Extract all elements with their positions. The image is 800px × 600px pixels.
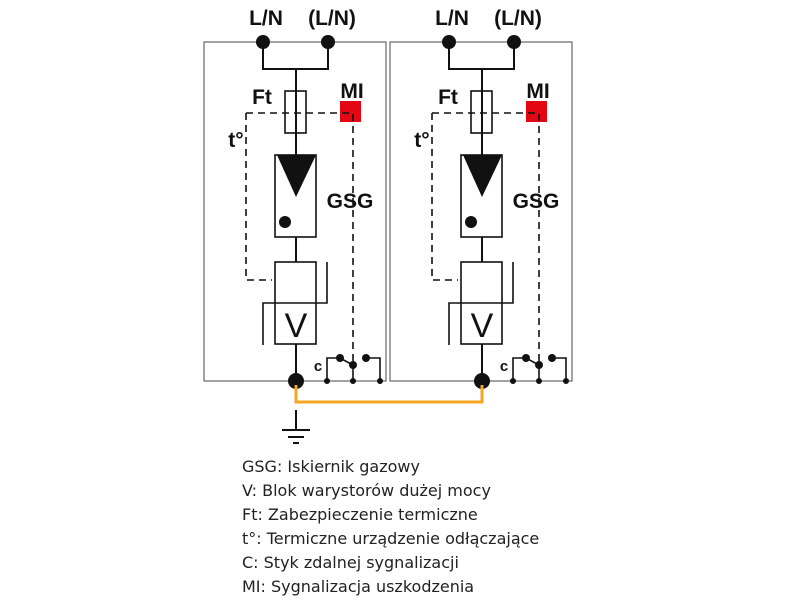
gas-tube-dot <box>465 216 477 228</box>
terminal-dot <box>256 35 270 49</box>
contact-dot <box>349 361 357 369</box>
terminal-label: L/N <box>435 7 469 30</box>
contact-dot <box>548 354 556 362</box>
thermal-fuse <box>284 90 307 134</box>
bonding-wire <box>294 385 484 404</box>
gas-tube-label: GSG <box>327 190 374 213</box>
contact-terminal <box>536 378 542 384</box>
contact-terminal <box>350 378 356 384</box>
indicator-label: MI <box>526 80 549 103</box>
gas-tube-triangle <box>463 155 502 197</box>
contact-dot <box>535 361 543 369</box>
contact-terminal <box>324 378 330 384</box>
thermal-label: t° <box>228 129 243 152</box>
terminal-dot <box>507 35 521 49</box>
legend-item: C: Styk zdalnej sygnalizacji <box>242 553 459 572</box>
thermal-disconnector-link <box>245 112 354 365</box>
protection-module: L/N (L/N) Ft MI t° GSG V c <box>203 7 387 389</box>
contact-terminal <box>510 378 516 384</box>
fuse-label: Ft <box>252 86 272 109</box>
ground-node <box>474 373 490 389</box>
fault-indicator <box>340 101 361 122</box>
ground-node <box>288 373 304 389</box>
legend-item: Ft: Zabezpieczenie termiczne <box>242 505 478 524</box>
input-wiring <box>448 42 515 155</box>
terminal-dot <box>321 35 335 49</box>
fuse-label: Ft <box>438 86 458 109</box>
fault-indicator <box>526 101 547 122</box>
varistor-symbol <box>262 262 328 345</box>
contact-label: c <box>314 358 322 375</box>
contact-terminal <box>377 378 383 384</box>
varistor-symbol <box>448 262 514 345</box>
terminal-label-alt: (L/N) <box>494 7 542 30</box>
varistor-label: V <box>285 307 308 345</box>
gas-tube-triangle <box>277 155 316 197</box>
terminal-label: L/N <box>249 7 283 30</box>
contact-dot <box>362 354 370 362</box>
protection-module: L/N (L/N) Ft MI t° GSG V c <box>389 7 573 389</box>
legend: GSG: Iskiernik gazowy V: Blok warystorów… <box>242 455 539 599</box>
ground-symbol <box>282 410 310 444</box>
terminal-dot <box>442 35 456 49</box>
legend-item: MI: Sygnalizacja uszkodzenia <box>242 577 475 596</box>
terminal-label-alt: (L/N) <box>308 7 356 30</box>
contact-terminal <box>563 378 569 384</box>
contact-label: c <box>500 358 508 375</box>
legend-item: t°: Termiczne urządzenie odłączające <box>242 529 540 548</box>
contact-dot <box>336 354 344 362</box>
gas-tube-label: GSG <box>513 190 560 213</box>
thermal-label: t° <box>414 129 429 152</box>
thermal-disconnector-link <box>431 112 540 365</box>
varistor-label: V <box>471 307 494 345</box>
thermal-fuse <box>470 90 493 134</box>
indicator-label: MI <box>340 80 363 103</box>
contact-dot <box>522 354 530 362</box>
legend-item: GSG: Iskiernik gazowy <box>242 457 420 476</box>
legend-item: V: Blok warystorów dużej mocy <box>242 481 491 500</box>
input-wiring <box>262 42 329 155</box>
gas-tube-dot <box>279 216 291 228</box>
